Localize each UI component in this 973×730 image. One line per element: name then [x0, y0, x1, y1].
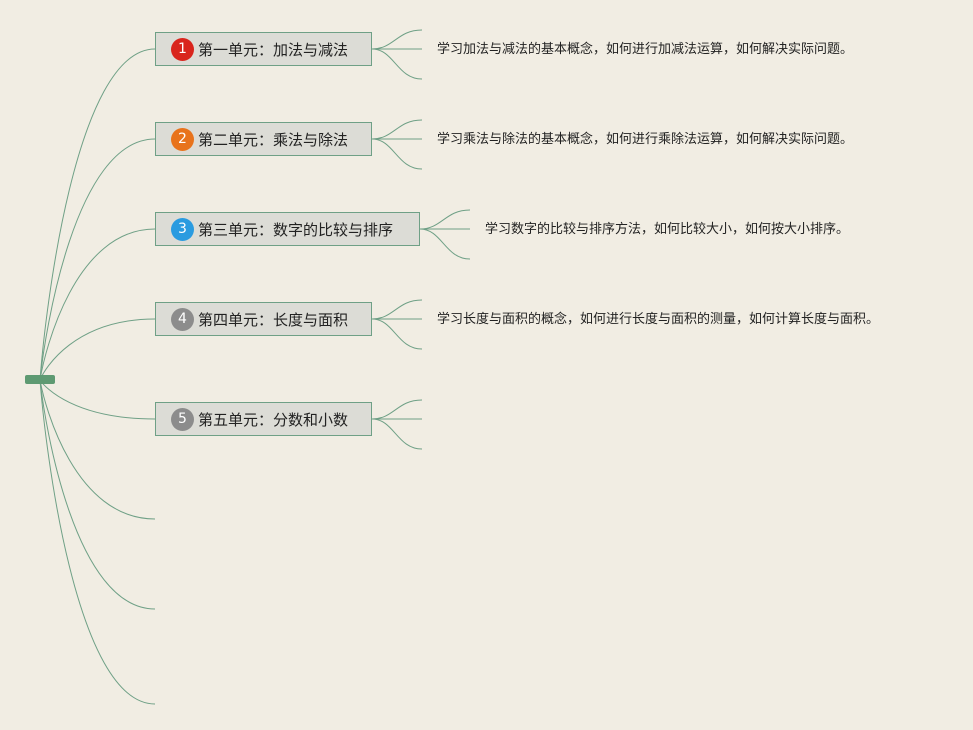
topic-unit-2-label: 第二单元：乘法与除法 [198, 130, 349, 149]
sub-branch-4-3 [371, 318, 423, 350]
number-2-badge-icon: 2 [171, 127, 194, 151]
branch-line-6 [39, 379, 156, 520]
sub-branch-1-3 [371, 48, 423, 80]
topic-unit-4[interactable]: 4 第四单元：长度与面积 [155, 302, 372, 336]
number-1-badge-icon: 1 [171, 37, 194, 61]
unit-3-description[interactable]: 学习数字的比较与排序方法，如何比较大小，如何按大小排序。 [485, 222, 850, 237]
unit-1-description[interactable]: 学习加法与减法的基本概念，如何进行加减法运算，如何解决实际问题。 [437, 42, 854, 57]
topic-unit-4-label: 第四单元：长度与面积 [198, 310, 349, 329]
central-root-node[interactable] [25, 375, 55, 384]
sub-branch-5-1 [371, 399, 423, 420]
topic-unit-1[interactable]: 1 第一单元：加法与减法 [155, 32, 372, 66]
number-4-badge-icon: 4 [171, 307, 194, 331]
topic-unit-2[interactable]: 2 第二单元：乘法与除法 [155, 122, 372, 156]
topic-unit-3-label: 第三单元：数字的比较与排序 [198, 220, 394, 239]
sub-branch-3-3 [419, 228, 471, 260]
topic-unit-1-label: 第一单元：加法与减法 [198, 40, 349, 59]
branch-line-7 [39, 379, 156, 610]
sub-branch-2-3 [371, 138, 423, 170]
branch-line-2 [39, 138, 156, 381]
branch-line-4 [39, 318, 156, 381]
topic-unit-5[interactable]: 5 第五单元：分数和小数 [155, 402, 372, 436]
sub-branch-2-1 [371, 119, 423, 140]
number-5-badge-icon: 5 [171, 407, 194, 431]
sub-branch-3-1 [419, 209, 471, 230]
sub-branch-1-1 [371, 29, 423, 50]
unit-2-description[interactable]: 学习乘法与除法的基本概念，如何进行乘除法运算，如何解决实际问题。 [437, 132, 854, 147]
topic-unit-5-label: 第五单元：分数和小数 [198, 410, 349, 429]
topic-unit-3[interactable]: 3 第三单元：数字的比较与排序 [155, 212, 420, 246]
number-3-badge-icon: 3 [171, 217, 194, 241]
unit-4-description[interactable]: 学习长度与面积的概念，如何进行长度与面积的测量，如何计算长度与面积。 [437, 312, 880, 327]
branch-line-3 [39, 228, 156, 381]
sub-branch-5-3 [371, 418, 423, 450]
branch-line-8 [39, 379, 156, 705]
branch-line-1 [39, 48, 156, 381]
branch-line-5 [39, 379, 156, 420]
sub-branch-4-1 [371, 299, 423, 320]
